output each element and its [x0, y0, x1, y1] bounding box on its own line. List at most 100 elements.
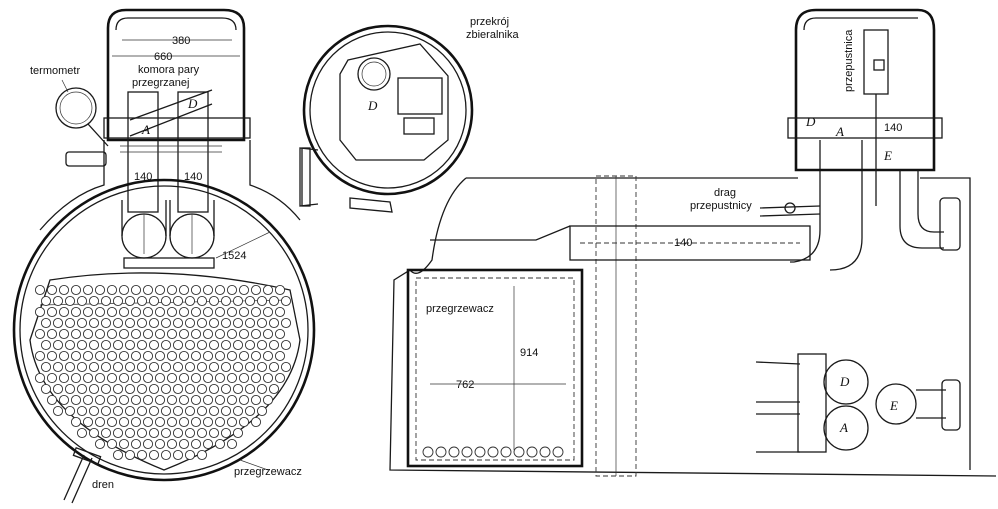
- boiler-tube: [226, 394, 238, 406]
- dimension-labels: 380 660 140 140 1524 140 140 914 762: [134, 35, 902, 391]
- boiler-tube: [148, 427, 160, 439]
- label-drag-line1: drag: [714, 187, 736, 199]
- boiler-tube: [244, 361, 256, 373]
- boiler-tube: [130, 372, 142, 384]
- label-przekroj-line1: przekrój: [470, 16, 509, 28]
- boiler-tube: [166, 372, 178, 384]
- letter-e-side: E: [883, 148, 892, 163]
- boiler-tube: [136, 339, 148, 351]
- boiler-tube: [46, 306, 58, 318]
- boiler-tube: [118, 394, 130, 406]
- boiler-tube: [106, 284, 118, 296]
- boiler-tube: [280, 317, 292, 329]
- boiler-tube: [34, 284, 46, 296]
- boiler-tube: [148, 449, 160, 461]
- boiler-tube: [136, 383, 148, 395]
- boiler-tube: [94, 394, 106, 406]
- boiler-tube: [172, 405, 184, 417]
- boiler-tube: [256, 295, 268, 307]
- boiler-tube: [238, 306, 250, 318]
- boiler-tube: [106, 350, 118, 362]
- boiler-tube: [88, 361, 100, 373]
- boiler-tube: [154, 284, 166, 296]
- boiler-tube: [202, 306, 214, 318]
- boiler-tube: [238, 328, 250, 340]
- boiler-tube: [226, 284, 238, 296]
- boiler-tube: [52, 405, 64, 417]
- label-dren: dren: [92, 479, 114, 491]
- boiler-tube: [160, 317, 172, 329]
- boiler-tube: [238, 394, 250, 406]
- boiler-tube: [196, 295, 208, 307]
- boiler-tube: [280, 339, 292, 351]
- boiler-tube: [94, 350, 106, 362]
- boiler-tube: [124, 295, 136, 307]
- boiler-tube: [136, 405, 148, 417]
- boiler-tube: [58, 350, 70, 362]
- boiler-tube: [166, 284, 178, 296]
- boiler-tube: [40, 295, 52, 307]
- boiler-tube: [196, 427, 208, 439]
- boiler-tube: [142, 350, 154, 362]
- boiler-tube: [268, 339, 280, 351]
- boiler-tube: [94, 416, 106, 428]
- boiler-tube: [34, 350, 46, 362]
- boiler-tube: [196, 339, 208, 351]
- side-tube: [539, 446, 551, 458]
- boiler-tube: [190, 372, 202, 384]
- boiler-tube: [250, 284, 262, 296]
- boiler-tube: [220, 361, 232, 373]
- boiler-tube: [232, 295, 244, 307]
- boiler-tube: [166, 306, 178, 318]
- boiler-tube: [58, 372, 70, 384]
- side-tube: [526, 446, 538, 458]
- boiler-tube: [70, 284, 82, 296]
- header-section-view: [299, 24, 474, 213]
- boiler-tube: [58, 394, 70, 406]
- label-komora-line2: przegrzanej: [132, 77, 189, 89]
- boiler-tube: [130, 350, 142, 362]
- boiler-tube: [280, 361, 292, 373]
- boiler-tube: [76, 427, 88, 439]
- dim-1524: 1524: [222, 250, 246, 262]
- side-tube: [474, 446, 486, 458]
- label-przepustnica: przepustnica: [843, 29, 855, 92]
- boiler-tube: [100, 361, 112, 373]
- boiler-tube: [112, 427, 124, 439]
- boiler-tube: [64, 339, 76, 351]
- boiler-tube: [226, 372, 238, 384]
- boiler-tube: [256, 361, 268, 373]
- boiler-tube: [184, 295, 196, 307]
- letter-d-side: D: [805, 114, 816, 129]
- side-tube: [435, 446, 447, 458]
- boiler-tube: [178, 438, 190, 450]
- dim-140-pipe: 140: [674, 237, 692, 249]
- boiler-tube: [226, 438, 238, 450]
- boiler-tube: [220, 317, 232, 329]
- letter-a-detail: A: [839, 420, 848, 435]
- boiler-tube: [88, 339, 100, 351]
- boiler-tube: [58, 306, 70, 318]
- boiler-tube: [40, 317, 52, 329]
- boiler-tube: [196, 383, 208, 395]
- boiler-tube: [178, 416, 190, 428]
- letter-markers: A D D D A E D A E: [141, 96, 898, 435]
- letter-d-detail: D: [839, 374, 850, 389]
- boiler-tube: [208, 383, 220, 395]
- boiler-tube: [250, 328, 262, 340]
- boiler-tube: [88, 427, 100, 439]
- boiler-tube: [166, 328, 178, 340]
- boiler-tube: [178, 350, 190, 362]
- boiler-tube: [106, 438, 118, 450]
- boiler-tube: [220, 427, 232, 439]
- boiler-tube: [46, 284, 58, 296]
- boiler-tube: [130, 306, 142, 318]
- boiler-tube: [124, 317, 136, 329]
- boiler-tube: [52, 295, 64, 307]
- boiler-tube: [226, 306, 238, 318]
- boiler-tube: [226, 350, 238, 362]
- boiler-tube: [142, 394, 154, 406]
- boiler-tube: [64, 317, 76, 329]
- dim-380: 380: [172, 35, 190, 47]
- boiler-tube: [130, 416, 142, 428]
